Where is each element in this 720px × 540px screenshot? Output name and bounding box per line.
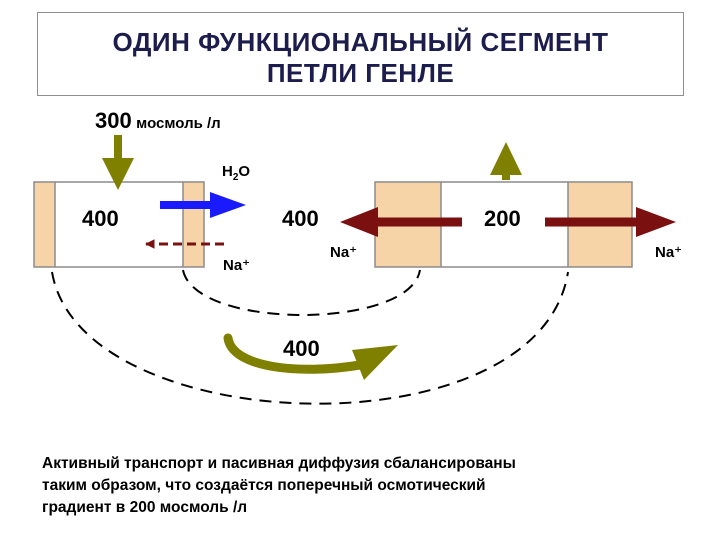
footer-line-3: градиент в 200 мосмоль /л	[42, 499, 248, 516]
inner-loop-dashed	[182, 269, 421, 316]
sodium-active-label-2: Na⁺	[655, 244, 683, 261]
input-unit: мосмоль /л	[136, 115, 221, 132]
descending-wall-left	[33, 181, 56, 268]
interstitial-value: 400	[282, 206, 319, 231]
descending-wall-right	[182, 181, 205, 268]
ascending-value: 200	[484, 206, 521, 231]
sodium-active-arrow-1	[340, 207, 462, 237]
input-concentration: 300 мосмоль /л	[95, 108, 221, 134]
water-arrow	[160, 192, 246, 218]
descending-value: 400	[82, 206, 119, 231]
input-value: 300	[95, 108, 132, 133]
inflow-arrow	[102, 135, 134, 190]
sodium-passive-label: Na⁺	[223, 257, 251, 274]
footer-caption: Активный транспорт и пасивная диффузия с…	[42, 453, 702, 519]
outer-loop-dashed	[51, 271, 569, 405]
descending-limb	[33, 181, 205, 268]
footer-line-2: таким образом, что создаётся поперечный …	[42, 477, 486, 494]
flow-curve-arrow	[223, 333, 398, 380]
title-line-1: ОДИН ФУНКЦИОНАЛЬНЫЙ СЕГМЕНТ	[112, 27, 609, 57]
water-label: H2O	[222, 163, 251, 183]
sodium-active-label-1: Na⁺	[330, 244, 358, 261]
outflow-arrow	[490, 142, 522, 180]
sodium-active-arrow-2	[545, 207, 676, 237]
title-line-2: ПЕТЛИ ГЕНЛЕ	[266, 58, 455, 88]
footer-line-1: Активный транспорт и пасивная диффузия с…	[42, 455, 516, 472]
bottom-value: 400	[283, 336, 320, 361]
title-box: ОДИН ФУНКЦИОНАЛЬНЫЙ СЕГМЕНТ ПЕТЛИ ГЕНЛЕ	[37, 12, 684, 96]
